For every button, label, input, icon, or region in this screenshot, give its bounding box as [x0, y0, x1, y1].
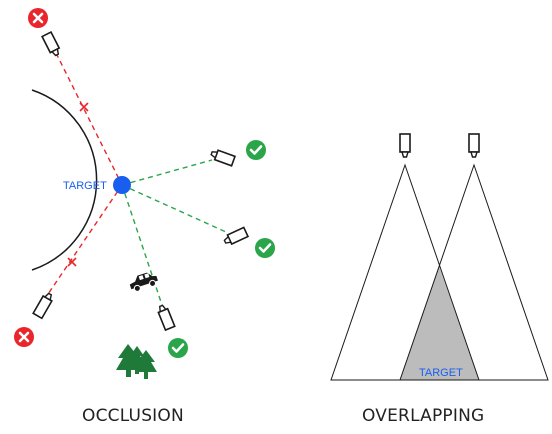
- camera-icon: [32, 292, 53, 320]
- camera-icon: [468, 133, 480, 158]
- camera-icon: [399, 133, 411, 158]
- occlusion-panel: TARGET: [14, 8, 275, 379]
- overlapping-panel: TARGET: [330, 133, 549, 381]
- occlusion-mark-top: [79, 102, 89, 112]
- camera-icon: [157, 304, 176, 332]
- car-icon: [129, 272, 158, 292]
- caption-occlusion: OCCLUSION: [82, 406, 184, 426]
- check-circle-icon: [255, 238, 275, 258]
- sightline-blocked-bottom: [43, 184, 123, 301]
- tree-icon: [116, 344, 157, 379]
- camera-icon: [223, 226, 250, 246]
- camera-icon: [210, 149, 237, 167]
- x-circle-icon: [28, 8, 48, 28]
- check-circle-icon: [168, 338, 188, 358]
- sightline-blocked-top: [51, 44, 123, 186]
- sightline-visible-1: [121, 159, 213, 186]
- overlap-region: [400, 266, 479, 380]
- target-label-right: TARGET: [419, 367, 463, 379]
- sightline-visible-3: [121, 184, 163, 306]
- occluder-arc: [31, 89, 98, 271]
- occlusion-mark-bottom: [67, 257, 77, 267]
- sightline-visible-2: [121, 184, 227, 233]
- target-label-left: TARGET: [63, 180, 107, 192]
- camera-icon: [41, 30, 61, 57]
- caption-overlapping: OVERLAPPING: [362, 406, 485, 426]
- check-circle-icon: [246, 140, 266, 160]
- target-dot: [113, 176, 131, 194]
- x-circle-icon: [14, 327, 34, 347]
